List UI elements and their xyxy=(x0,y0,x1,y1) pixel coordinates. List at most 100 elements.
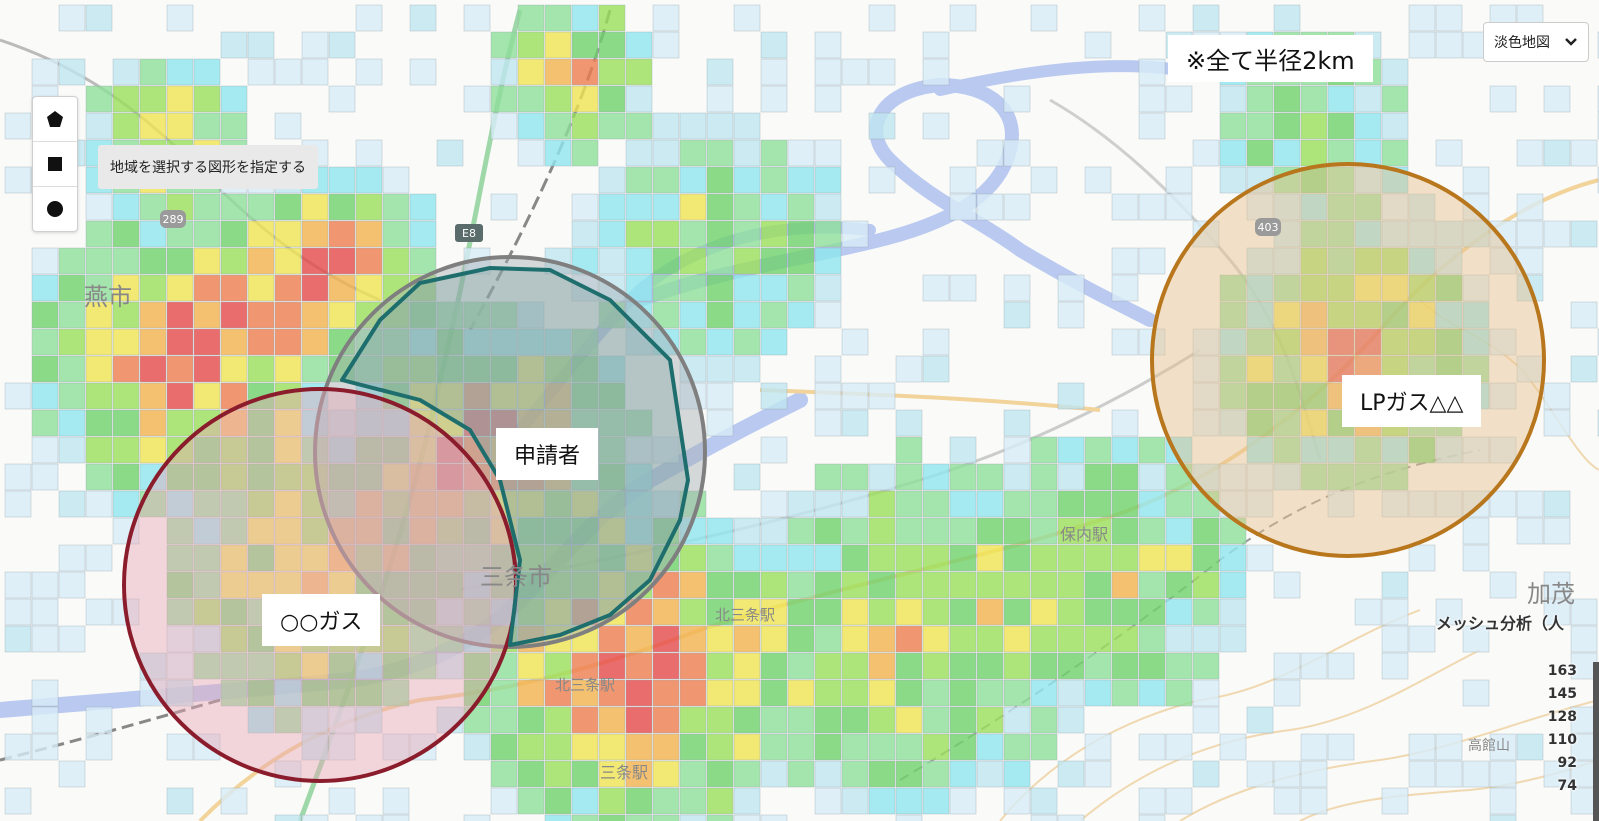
mesh-cell xyxy=(463,544,491,572)
mesh-cell xyxy=(733,328,761,356)
mesh-cell xyxy=(193,490,221,518)
mesh-cell xyxy=(247,328,275,356)
mesh-cell xyxy=(895,706,923,734)
mesh-cell xyxy=(1030,517,1058,545)
mesh-cell xyxy=(1057,544,1085,572)
mesh-cell xyxy=(1300,463,1328,491)
mesh-cell xyxy=(1003,787,1031,815)
mesh-cell xyxy=(139,328,167,356)
mesh-cell xyxy=(679,328,707,356)
mesh-cell xyxy=(949,652,977,680)
mesh-cell xyxy=(1462,625,1490,653)
legend-title: メッシュ分析（人 xyxy=(1436,614,1565,633)
polygon-tool-button[interactable] xyxy=(33,97,77,142)
mesh-cell xyxy=(625,787,653,815)
mesh-cell xyxy=(949,625,977,653)
mesh-cell xyxy=(571,706,599,734)
mesh-cell xyxy=(4,166,32,194)
mesh-cell xyxy=(301,706,329,734)
mesh-cell xyxy=(517,679,545,707)
mesh-cell xyxy=(463,355,491,383)
mesh-cell xyxy=(598,706,626,734)
mesh-cell xyxy=(166,544,194,572)
mesh-cell xyxy=(1462,679,1490,707)
mesh-cell xyxy=(814,193,842,221)
mesh-cell xyxy=(328,409,356,437)
circle-tool-button[interactable] xyxy=(33,187,77,231)
basemap-select[interactable]: 淡色地図 xyxy=(1483,22,1589,62)
mesh-cell xyxy=(679,166,707,194)
mesh-cell xyxy=(1435,733,1463,761)
route-shield: 289 xyxy=(163,213,184,226)
mesh-cell xyxy=(193,544,221,572)
mesh-cell xyxy=(1327,193,1355,221)
mesh-cell xyxy=(1003,193,1031,221)
mesh-cell xyxy=(841,220,869,248)
mesh-cell xyxy=(733,274,761,302)
mesh-cell xyxy=(1138,571,1166,599)
mesh-cell xyxy=(1084,166,1112,194)
mesh-cell xyxy=(1327,328,1355,356)
mesh-cell xyxy=(841,787,869,815)
mesh-cell xyxy=(1192,760,1220,788)
mesh-cell xyxy=(544,598,572,626)
mesh-cell xyxy=(841,652,869,680)
mesh-cell xyxy=(274,112,302,140)
mesh-cell xyxy=(1192,544,1220,572)
mesh-cell xyxy=(1138,787,1166,815)
mesh-cell xyxy=(4,382,32,410)
rectangle-tool-button[interactable] xyxy=(33,142,77,187)
circle-gas-oo[interactable] xyxy=(122,387,518,783)
mesh-cell xyxy=(976,193,1004,221)
mesh-cell xyxy=(328,193,356,221)
mesh-cell xyxy=(868,706,896,734)
mesh-cell xyxy=(409,544,437,572)
mesh-cell xyxy=(571,328,599,356)
mesh-cell xyxy=(625,409,653,437)
mesh-cell xyxy=(490,382,518,410)
mesh-cell xyxy=(166,679,194,707)
place-label: 加茂 xyxy=(1527,580,1575,608)
mesh-cell xyxy=(517,85,545,113)
mesh-cell xyxy=(922,706,950,734)
mesh-cell xyxy=(679,301,707,329)
mesh-cell xyxy=(1030,571,1058,599)
mesh-cell xyxy=(463,328,491,356)
mesh-cell xyxy=(247,193,275,221)
pentagon-icon xyxy=(47,111,63,127)
mesh-cell xyxy=(760,247,788,275)
mesh-cell xyxy=(922,31,950,59)
mesh-cell xyxy=(652,220,680,248)
mesh-cell xyxy=(490,760,518,788)
mesh-cell xyxy=(1435,139,1463,167)
mesh-cell xyxy=(895,490,923,518)
mesh-cell xyxy=(1192,652,1220,680)
mesh-cell xyxy=(139,409,167,437)
mesh-cell xyxy=(1300,436,1328,464)
mesh-cell xyxy=(1570,733,1598,761)
circle-lpgas[interactable] xyxy=(1150,162,1546,558)
mesh-cell xyxy=(814,679,842,707)
mesh-cell xyxy=(598,4,626,32)
mesh-cell xyxy=(895,463,923,491)
mesh-cell xyxy=(1219,625,1247,653)
mesh-cell xyxy=(787,625,815,653)
mesh-cell xyxy=(1138,436,1166,464)
mesh-cell xyxy=(1003,274,1031,302)
mesh-cell xyxy=(382,328,410,356)
mesh-cell xyxy=(58,328,86,356)
mesh-cell xyxy=(1435,598,1463,626)
mesh-cell xyxy=(868,517,896,545)
mesh-cell xyxy=(31,463,59,491)
mesh-cell xyxy=(625,490,653,518)
mesh-cell xyxy=(625,544,653,572)
mesh-cell xyxy=(31,274,59,302)
mesh-cell xyxy=(544,4,572,32)
mesh-cell xyxy=(1300,733,1328,761)
mesh-cell xyxy=(922,625,950,653)
mesh-cell xyxy=(85,328,113,356)
mesh-cell xyxy=(652,652,680,680)
mesh-cell xyxy=(247,463,275,491)
mesh-cell xyxy=(733,706,761,734)
